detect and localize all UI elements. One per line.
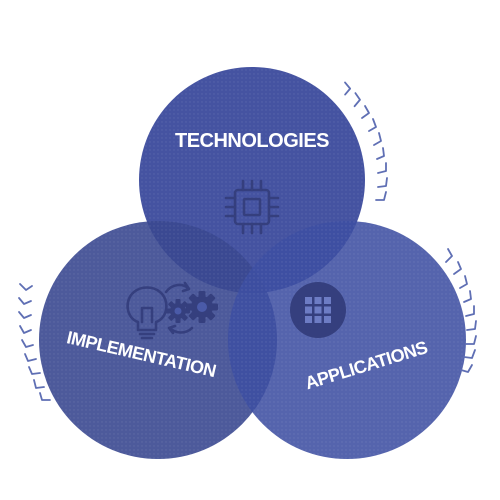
gear-icon-large xyxy=(186,291,218,323)
cycle-arrows-technologies xyxy=(344,81,388,201)
technologies-label: TECHNOLOGIES xyxy=(175,130,329,152)
cycle-arrows-applications xyxy=(445,248,477,373)
lightbulb-gears-icon xyxy=(126,281,218,340)
gear-icon-small xyxy=(166,299,190,323)
cycle-arrows-icon xyxy=(164,281,194,335)
chip-icon xyxy=(224,179,280,235)
grid-app-icon xyxy=(290,282,346,338)
circle-implementation xyxy=(39,221,277,459)
cycle-arrows-implementation xyxy=(18,283,51,401)
circle-applications xyxy=(228,221,466,459)
lightbulb-icon xyxy=(126,286,168,340)
